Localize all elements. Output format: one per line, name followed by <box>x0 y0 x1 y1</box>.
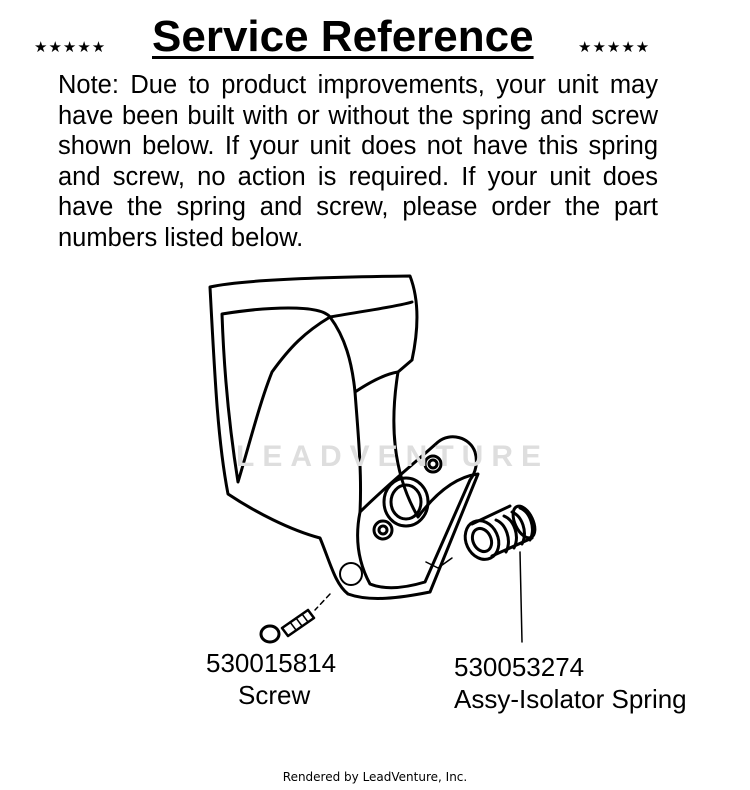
screw <box>259 593 331 644</box>
footer-credit: Rendered by LeadVenture, Inc. <box>282 770 468 784</box>
handle-opening <box>220 306 332 484</box>
part-number-spring: 530053274 <box>454 652 585 682</box>
page-title: Service Reference <box>152 12 534 61</box>
small-boss-bottom <box>372 519 394 541</box>
bracket-plate <box>356 435 478 590</box>
isolator-spring <box>463 504 537 561</box>
stars-left: ★★★★★ <box>34 38 107 56</box>
part-name-spring: Assy-Isolator Spring <box>454 684 687 714</box>
screw-hole <box>339 562 363 586</box>
watermark: LEADVENTURE <box>236 440 550 473</box>
part-name-screw: Screw <box>238 680 311 710</box>
front-face <box>328 315 400 514</box>
part-number-screw: 530015814 <box>206 648 337 678</box>
title-row: ★★★★★ Service Reference ★★★★★ <box>0 8 750 70</box>
small-boss-top-inner <box>427 458 439 470</box>
small-boss-top <box>423 454 443 474</box>
stars-right: ★★★★★ <box>578 38 651 56</box>
large-boss-inner <box>389 483 423 521</box>
parts-diagram <box>208 274 537 644</box>
grip-line <box>328 300 414 319</box>
housing-outline <box>208 274 480 600</box>
service-note: Note: Due to product improvements, your … <box>58 71 658 252</box>
small-boss-bottom-inner <box>377 524 389 536</box>
spring-leader <box>425 551 523 643</box>
large-boss <box>382 476 430 528</box>
